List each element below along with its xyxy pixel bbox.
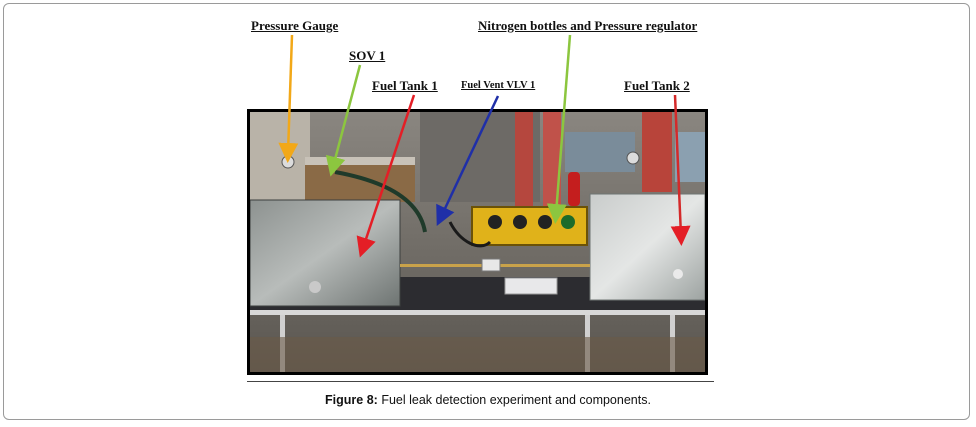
nitrogen-arrow xyxy=(546,34,572,224)
label-fuel-tank-1: Fuel Tank 1 xyxy=(372,78,438,93)
label-fuel-tank-2: Fuel Tank 2 xyxy=(624,78,690,93)
caption-prefix: Figure 8: xyxy=(325,393,378,407)
experiment-photo xyxy=(247,109,708,375)
figure-caption: Figure 8: Fuel leak detection experiment… xyxy=(0,393,976,407)
figure-frame xyxy=(3,3,970,420)
sov-1-arrow xyxy=(325,64,362,177)
pressure-gauge-arrow xyxy=(278,34,299,163)
fuel-vent-arrow xyxy=(436,95,500,227)
label-fuel-vent-vlv-1: Fuel Vent VLV 1 xyxy=(461,80,536,91)
fuel-tank-1-arrow xyxy=(356,94,416,258)
caption-text: Fuel leak detection experiment and compo… xyxy=(381,393,651,407)
caption-separator xyxy=(247,381,714,382)
fuel-tank-2-arrow xyxy=(670,94,691,246)
label-pressure-gauge: Pressure Gauge xyxy=(251,18,339,33)
label-sov-1: SOV 1 xyxy=(349,48,386,63)
experiment-scene xyxy=(250,112,705,372)
label-nitrogen-bottles: Nitrogen bottles and Pressure regulator xyxy=(478,18,698,33)
